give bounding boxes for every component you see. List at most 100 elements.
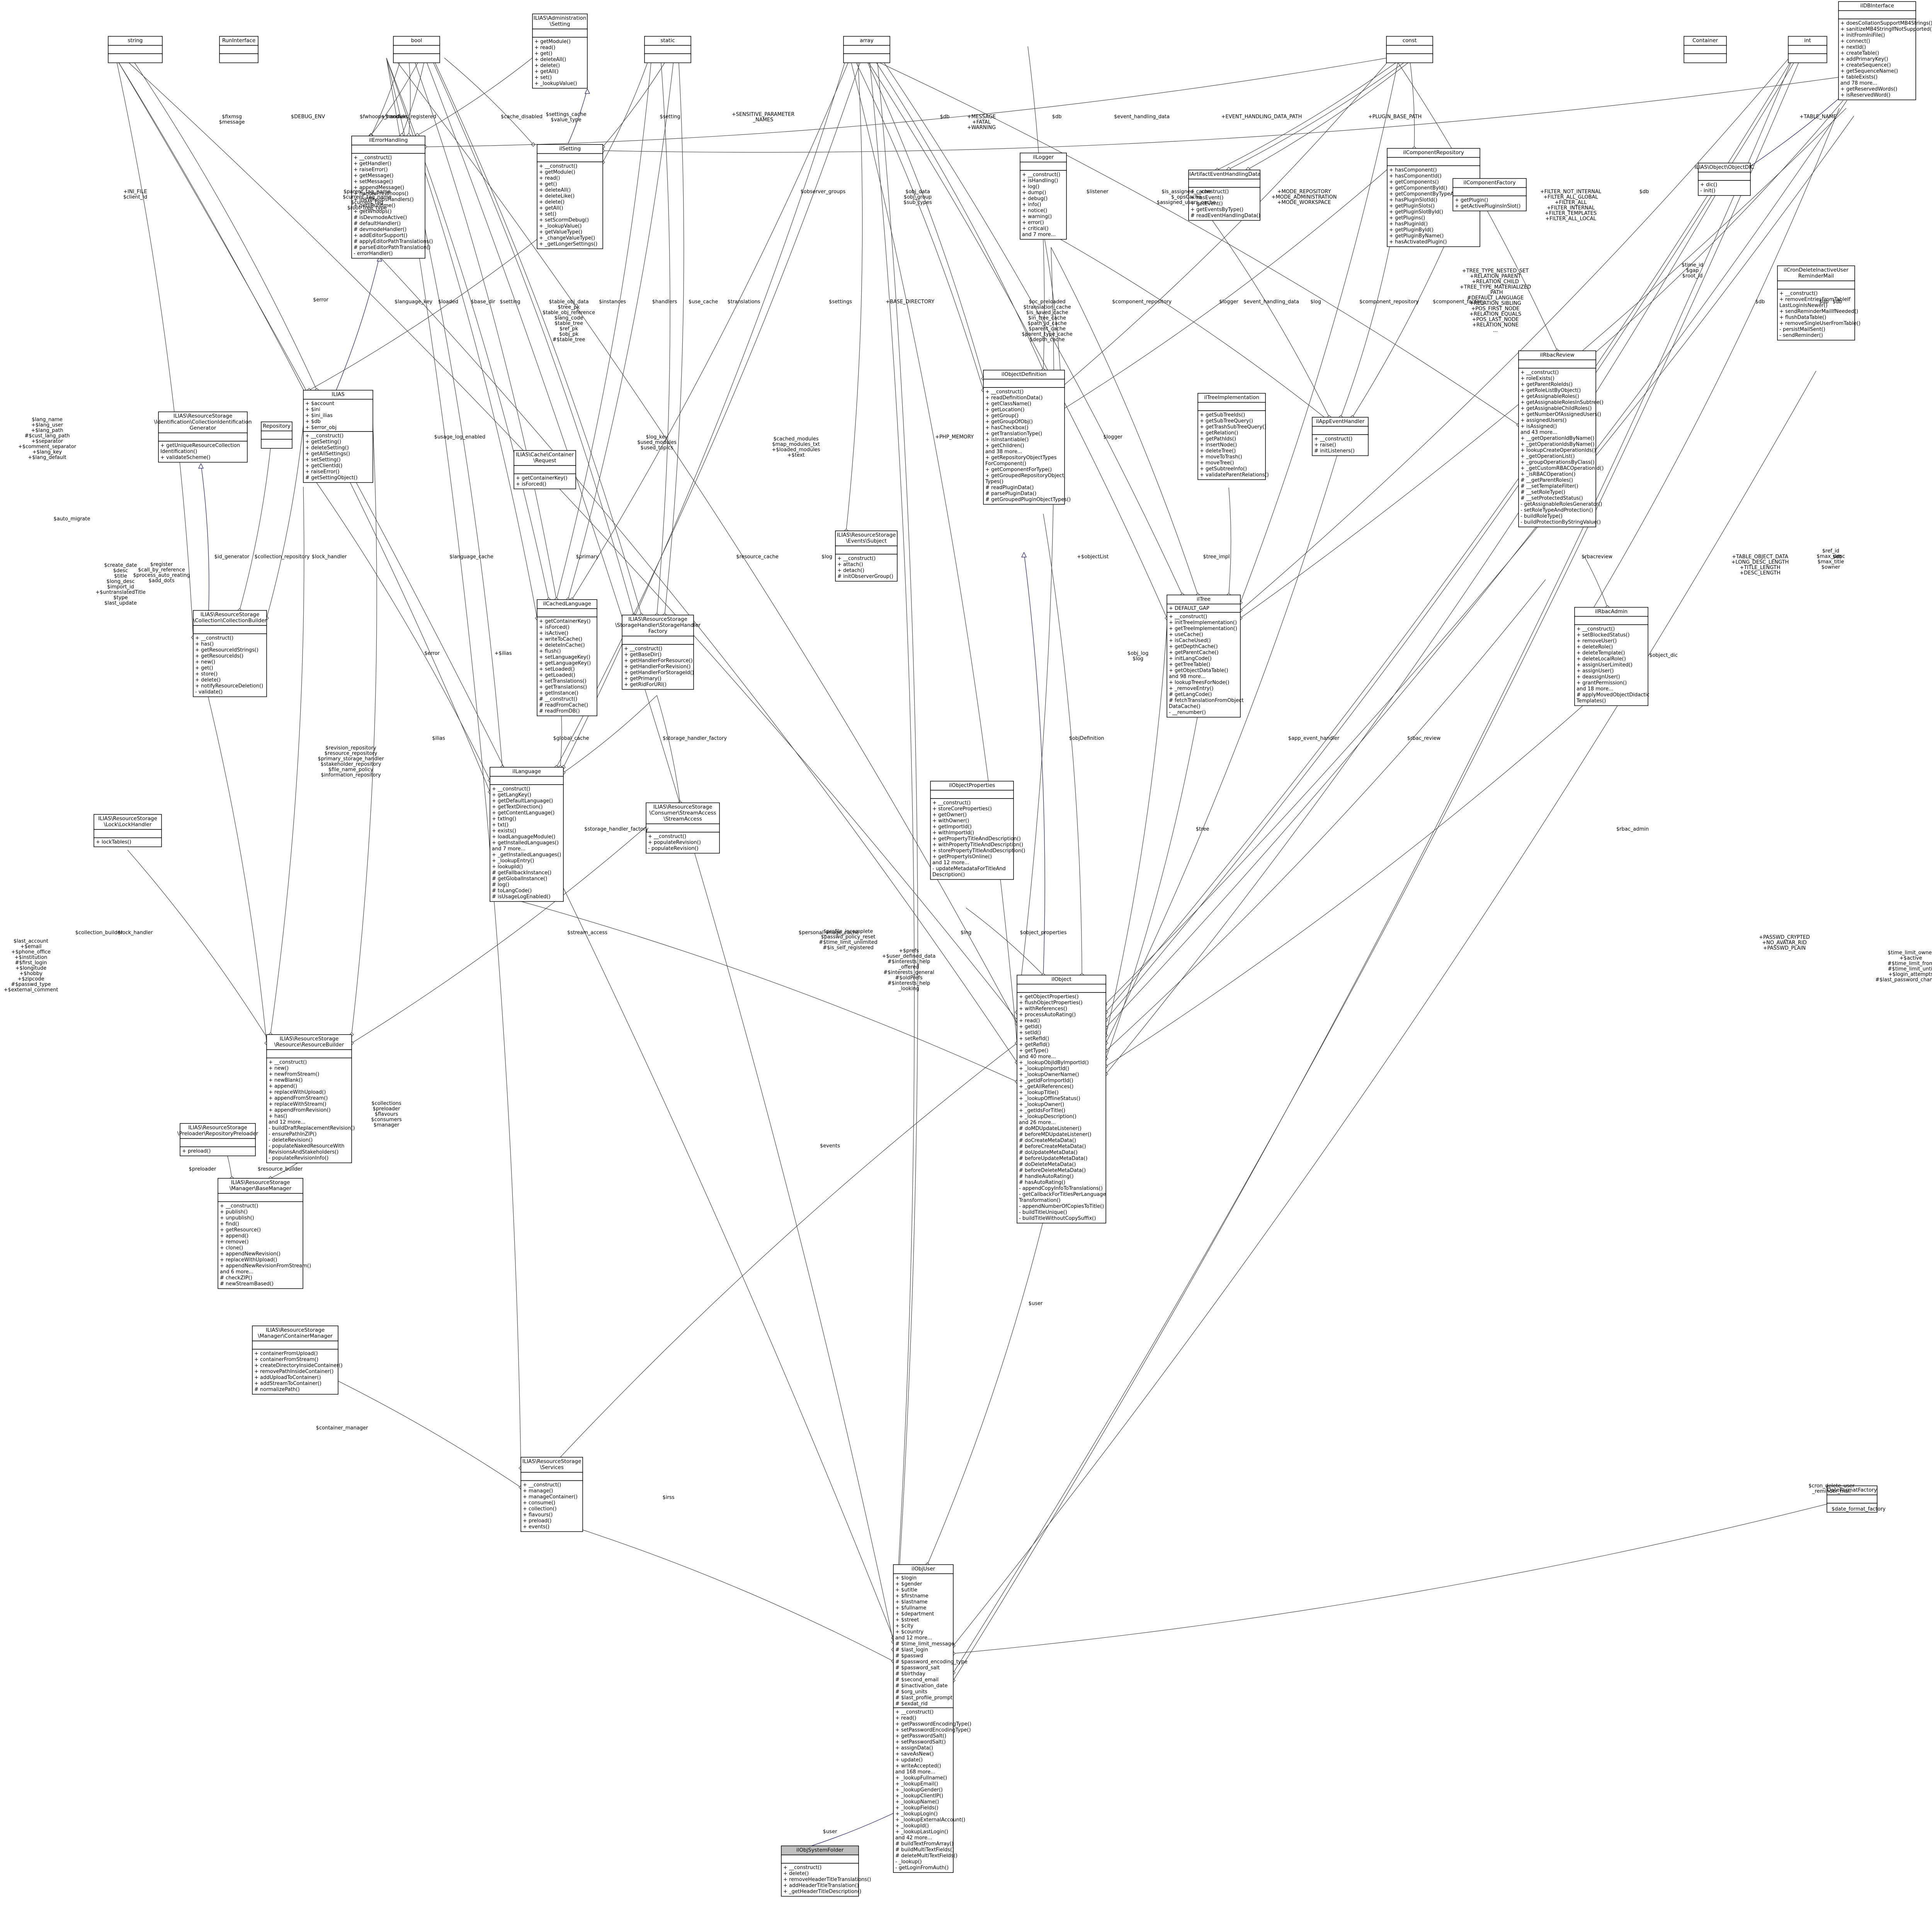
class-operation: + roleExists()	[1520, 376, 1554, 382]
edge-label-line: +$objectList	[1077, 554, 1109, 560]
class-containermanager[interactable]: ILIAS\ResourceStorage\Manager\ContainerM…	[252, 1325, 343, 1395]
class-operation: + deleteLocalRole()	[1577, 656, 1626, 662]
class-operation: + getRepositoryObjectTypes	[985, 455, 1057, 461]
class-title: ilObjUser	[912, 1566, 935, 1572]
class-int[interactable]: int	[1788, 36, 1827, 63]
class-ilobjsystemfolder[interactable]: ilObjSystemFolder+ __construct()+ delete…	[781, 1845, 871, 1897]
class-eventssubject[interactable]: ILIAS\ResourceStorage\Events\Subject+ __…	[835, 530, 898, 582]
edge-e52	[556, 58, 862, 768]
edge-label-line: +$email	[20, 944, 41, 950]
class-operation: # toLangCode()	[492, 888, 532, 894]
class-iltreeimplementation[interactable]: ilTreeImplementation+ getSubTreeIds()+ g…	[1197, 393, 1269, 480]
edge-label-line: $process_auto_reating	[133, 573, 190, 578]
class-attr-box	[303, 399, 373, 432]
edge-label: $setting	[500, 299, 520, 305]
class-repository[interactable]: Repository	[261, 421, 293, 449]
class-preloader[interactable]: ILIAS\ResourceStorage\Preloader\Reposito…	[177, 1123, 259, 1156]
class-operation: + deleteAll()	[539, 187, 571, 193]
class-attr-box	[261, 430, 293, 440]
class-operation: # applyMovedObjectDidactic	[1577, 692, 1650, 698]
class-string[interactable]: string	[108, 36, 163, 63]
edge-label-line: $instances	[599, 299, 626, 305]
class-ilobject[interactable]: ilObject+ getObjectProperties()+ flushOb…	[1017, 975, 1106, 1223]
class-illogger[interactable]: ilLogger+ __construct()+ isHandling()+ l…	[1020, 153, 1067, 240]
class-admsetting[interactable]: ILIAS\Administration\Setting+ getModule(…	[532, 14, 588, 89]
class-operation: + sendReminderMailIfNeeded()	[1779, 309, 1858, 314]
class-operation: + deleteSetting()	[305, 445, 349, 451]
class-op-box	[537, 161, 603, 249]
class-ilrbacreview[interactable]: ilRbacReview+ __construct()+ roleExists(…	[1518, 350, 1604, 527]
class-ilrbacadmin[interactable]: ilRbacAdmin+ __construct()+ setBlockedSt…	[1574, 607, 1650, 706]
class-iltree[interactable]: ilTree+ DEFAULT_GAP+ __construct()+ init…	[1167, 595, 1243, 718]
class-idgenerator[interactable]: ILIAS\ResourceStorage\Identification\Col…	[154, 411, 252, 463]
class-operation: + getPropertyIsOnline()	[932, 854, 992, 860]
class-storagehandlerfactory[interactable]: ILIAS\ResourceStorage\StorageHandler\Sto…	[615, 615, 701, 690]
class-cacherequest[interactable]: ILIAS\Cache\Container\Request+ getContai…	[514, 450, 576, 489]
class-ilobjectdefinition[interactable]: ilObjectDefinition+ __construct()+ readD…	[983, 370, 1071, 505]
class-const[interactable]: const	[1386, 36, 1433, 63]
class-operation: + getDepthCache()	[1169, 644, 1218, 650]
class-operation: + setMessage()	[354, 179, 393, 185]
edge-label: $db	[1755, 299, 1765, 305]
class-ilcomponentfactory[interactable]: ilComponentFactory+ getPlugin()+ getActi…	[1452, 178, 1527, 211]
class-container[interactable]: Container	[1684, 36, 1727, 63]
class-operation: + addPrimaryKey()	[1840, 56, 1888, 62]
class-attr-box	[1312, 426, 1369, 435]
class-ilerrorhandling[interactable]: ilErrorHandling+ __construct()+ getHandl…	[351, 136, 433, 259]
edge-label-line: $component_repository	[1359, 299, 1419, 305]
edge-label-line: $error	[313, 297, 328, 303]
edge-label-line: $event_handling_data	[1243, 299, 1299, 305]
class-title: ilAppEventHandler	[1316, 418, 1365, 425]
class-lockhandler[interactable]: ILIAS\ResourceStorage\Lock\LockHandler+ …	[94, 814, 162, 847]
edge-e30	[865, 58, 984, 379]
class-streamaccess[interactable]: ILIAS\ResourceStorage\Consumer\StreamAcc…	[646, 802, 720, 854]
edge-label-line: +$text	[787, 452, 805, 458]
edge-label: $translations	[728, 299, 760, 305]
class-operation: + new()	[195, 659, 215, 665]
class-operation: # beforeCreateMetaData()	[1019, 1144, 1086, 1150]
edge-e86	[193, 637, 267, 1043]
class-objectdic[interactable]: ILIAS\Object\ObjectDIC+ dic()- init()	[1694, 163, 1754, 196]
edge-e64	[850, 58, 1017, 1043]
edge-label: +INI_FILE$client_id	[123, 189, 147, 200]
class-ildbinterface[interactable]: ilDBInterface+ doesCollationSupportMB4St…	[1838, 1, 1932, 100]
class-operation: + _isRBACOperation()	[1520, 472, 1575, 478]
class-ilias[interactable]: ILIAS+ $account+ $ini+ $ini_ilias+ $db+ …	[303, 390, 373, 483]
edge-label-line: $settings_cache	[546, 112, 586, 117]
class-basemanager[interactable]: ILIAS\ResourceStorage\Manager\BaseManage…	[218, 1178, 311, 1289]
class-ilobjectproperties[interactable]: ilObjectProperties+ __construct()+ store…	[930, 781, 1025, 880]
edge-label-line: $long_desc	[107, 579, 135, 585]
edge-label-line: $resource_cache	[736, 554, 779, 560]
class-title: ilTreeImplementation	[1204, 394, 1259, 401]
class-operation: + getBaseDir()	[624, 652, 662, 658]
edge-e23	[556, 58, 652, 600]
class-operation: + hasPluginSlotId()	[1389, 197, 1437, 203]
class-ilappeventhandler[interactable]: ilAppEventHandler+ __construct()+ raise(…	[1312, 417, 1369, 456]
class-services[interactable]: ILIAS\ResourceStorage\Services+ __constr…	[520, 1457, 583, 1532]
class-operation: + publish()	[220, 1209, 248, 1215]
class-array[interactable]: array	[843, 36, 890, 63]
edge-e48	[1240, 58, 1399, 603]
class-operation: + get()	[534, 51, 553, 57]
inherit-arrowhead	[377, 256, 382, 262]
class-static[interactable]: static	[644, 36, 691, 63]
class-ilcachedlanguage[interactable]: ilCachedLanguage+ getContainerKey()+ isF…	[537, 599, 597, 716]
class-ilsetting[interactable]: ilSetting+ __construct()+ getModule()+ r…	[537, 144, 603, 249]
class-operation: + getEvent()	[1190, 201, 1223, 207]
edge-label-line: +TABLE_NAME	[1799, 114, 1837, 120]
class-operation: + _lookupExternalAccount()	[895, 1817, 965, 1823]
class-illanguage[interactable]: ilLanguage+ __construct()+ getLangKey()+…	[490, 767, 564, 902]
class-operation: + attach()	[837, 562, 863, 568]
class-ilartifacteventhandlingdata[interactable]: ilArtifactEventHandlingData+ __construct…	[1188, 170, 1261, 221]
class-bool[interactable]: bool	[393, 36, 440, 63]
class-operation: - setRoleTypeAndProtection()	[1520, 508, 1593, 513]
class-operation: + getTreeTable()	[1169, 662, 1210, 668]
class-title-box	[266, 1034, 352, 1050]
class-ilobjuser[interactable]: ilObjUser+ $login+ $gender+ $utitle+ $fi…	[893, 1564, 971, 1873]
class-runinterface[interactable]: RunInterface	[219, 36, 259, 63]
edge-label: +$prefs+$user_defined_data#$interests_he…	[882, 948, 936, 992]
class-collectionbuilder[interactable]: ILIAS\ResourceStorage\Collection\Collect…	[193, 610, 267, 697]
class-resourcebuilder[interactable]: ILIAS\ResourceStorage\Resource\ResourceB…	[266, 1034, 355, 1163]
class-dateformatfactory[interactable]: DateFormatFactory	[1827, 1485, 1878, 1513]
